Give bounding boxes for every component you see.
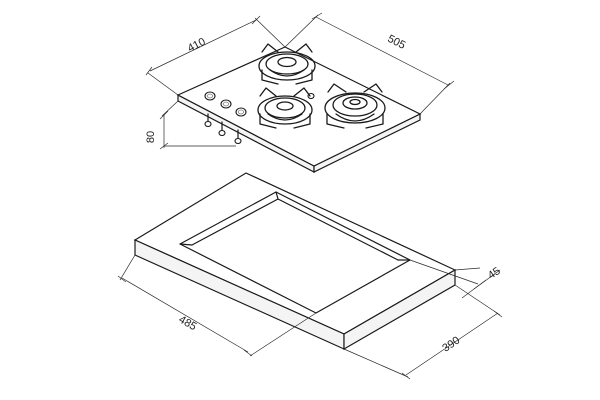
control-knobs: [204, 91, 315, 145]
hob-dimension-lines: [145, 12, 455, 150]
dim-label-cutout-width: 390: [440, 334, 462, 354]
dim-label-hob-depth: 410: [186, 36, 208, 55]
knob-2: [218, 99, 232, 137]
hob: [176, 43, 422, 173]
dim-label-cutout-thickness: 45: [486, 265, 503, 282]
burner-grate-back: [258, 43, 316, 85]
knob-1: [204, 91, 216, 128]
burner-grate-front: [257, 87, 313, 129]
hob-top-plate: [176, 46, 422, 167]
burner-grate-right: [324, 83, 386, 129]
dim-label-hob-height: 80: [145, 131, 157, 143]
knob-3: [234, 107, 247, 145]
dim-label-hob-width: 505: [385, 33, 407, 52]
cutout-dimension-lines: [117, 254, 503, 380]
dim-label-cutout-depth: 485: [177, 314, 199, 334]
